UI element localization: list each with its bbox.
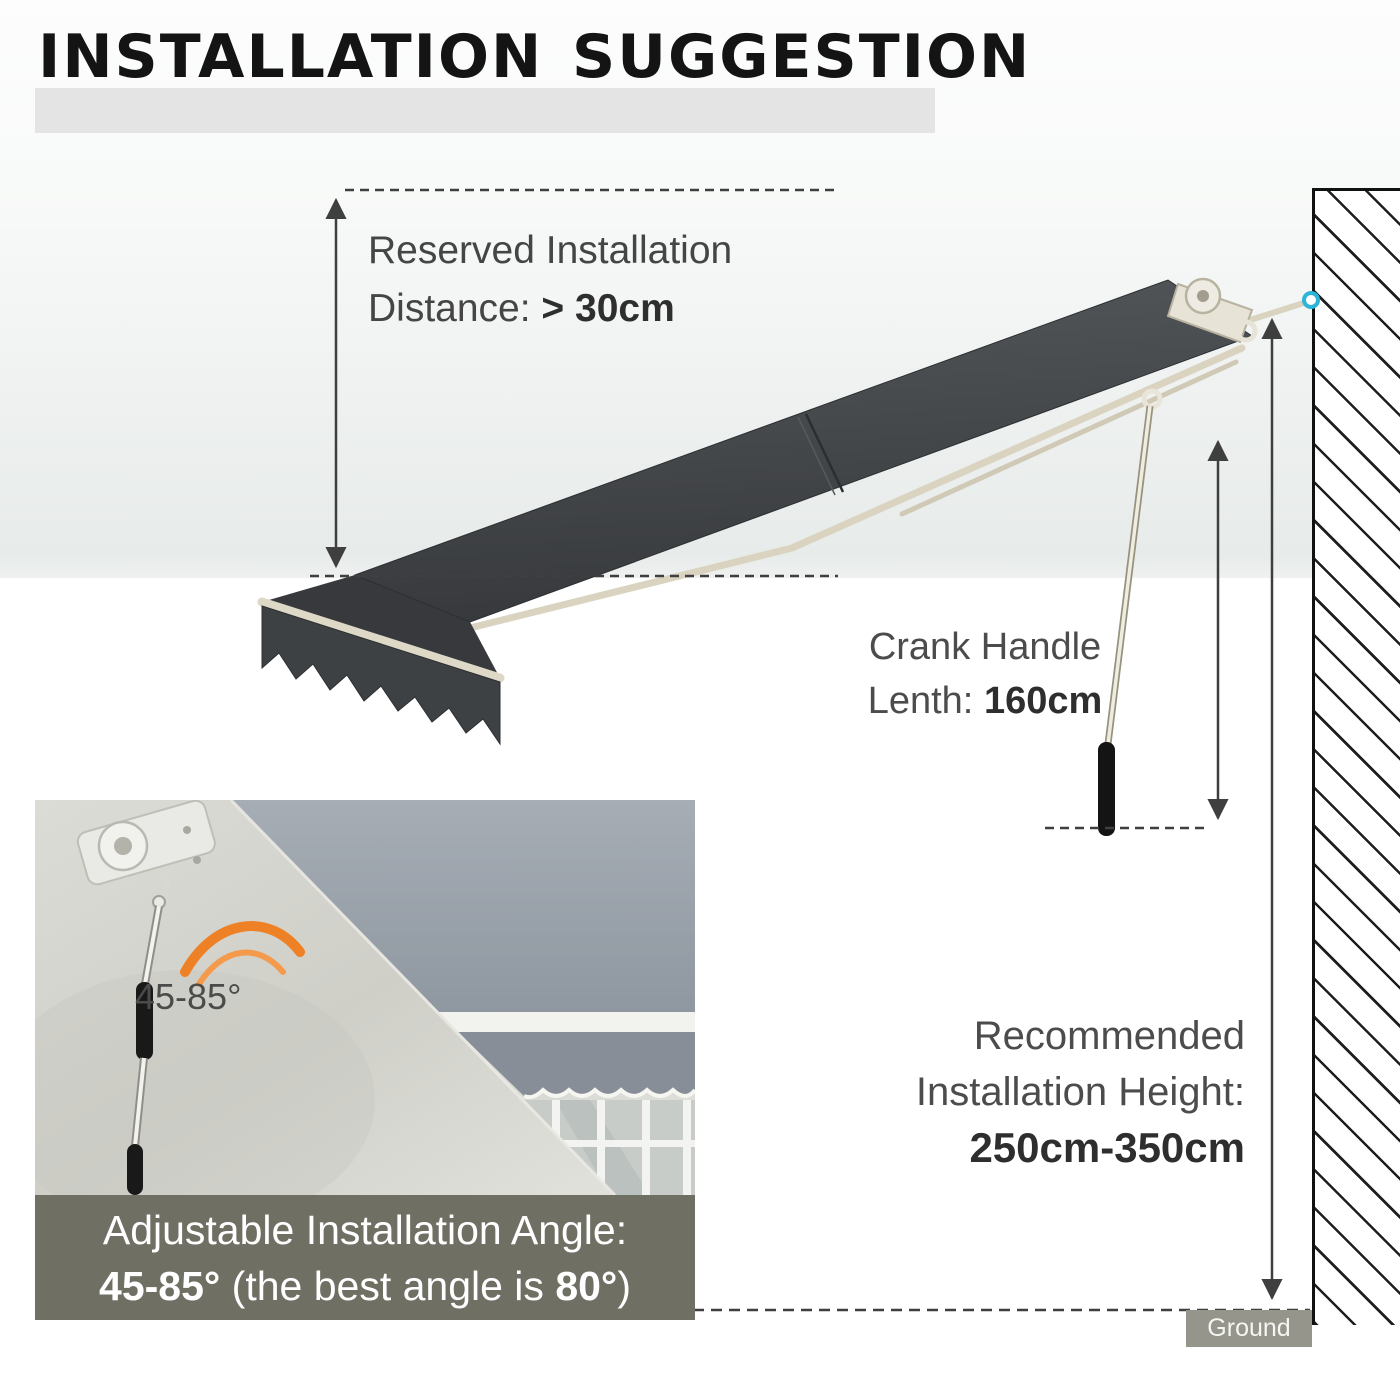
- awning: [257, 277, 1311, 836]
- caption-mid-text: (the best angle is: [220, 1262, 556, 1309]
- sky: [231, 800, 695, 1012]
- reserved-distance-note: Reserved Installation Distance: > 30cm: [368, 222, 732, 338]
- bracket-bolt: [193, 856, 201, 864]
- window-mullion: [642, 1100, 650, 1195]
- title-band: [35, 88, 935, 133]
- crank-grip: [1098, 742, 1115, 836]
- dimension-crank-length: [1045, 439, 1229, 830]
- window-mullion: [597, 1100, 605, 1195]
- awning-valance: [261, 605, 501, 746]
- valance-photo: [458, 1032, 695, 1098]
- crank-handle: [1098, 388, 1163, 836]
- inset-bracket: [76, 800, 216, 909]
- inset-photo: [35, 800, 695, 1195]
- awning-front-bar-photo: [439, 1012, 695, 1032]
- awning-support-arm-2: [899, 359, 1239, 517]
- crank-line2: Lenth: 160cm: [810, 674, 1160, 728]
- caption-best-angle-value: 80°: [555, 1262, 618, 1309]
- grip-lower: [127, 1144, 143, 1195]
- crank-line2-label: Lenth:: [867, 680, 984, 722]
- angle-arc-icon: [180, 921, 305, 987]
- mount-point-dot: [1302, 291, 1320, 309]
- reserved-line2: Distance: > 30cm: [368, 280, 732, 338]
- bracket-hook: [1234, 319, 1258, 343]
- wall-corner-edge: [229, 800, 617, 1195]
- roller-cap-photo: [114, 837, 132, 855]
- rod: [143, 905, 161, 985]
- wall-cross-section: [1312, 188, 1400, 1325]
- ground-label: Ground: [1186, 1310, 1312, 1347]
- crank-rod: [1106, 405, 1152, 745]
- inset-crank-rod: [127, 905, 163, 1195]
- caption-end-text: ): [617, 1262, 631, 1309]
- awning-fabric-seam: [804, 413, 845, 493]
- caption-line1: Adjustable Installation Angle:: [102, 1206, 628, 1253]
- awning-support-arm: [458, 344, 1246, 634]
- recommended-line1: Recommended: [973, 1014, 1245, 1058]
- recommended-line3: 250cm-350cm: [860, 1120, 1245, 1176]
- caption-line2: 45-85° (the best angle is 80°): [99, 1258, 631, 1314]
- roller-end-cap: [1197, 290, 1209, 302]
- window-mullion: [683, 1100, 691, 1195]
- bracket-bolt: [183, 826, 191, 834]
- arc-inner: [196, 949, 286, 987]
- crank-line2-value: 160cm: [983, 680, 1103, 722]
- angle-inset: 45-85° Adjustable Installation Angle: 45…: [35, 800, 695, 1320]
- valance-trim: [523, 1087, 695, 1100]
- crank-line1: Crank Handle: [868, 626, 1102, 668]
- inset-caption-bar: Adjustable Installation Angle: 45-85° (t…: [35, 1195, 695, 1320]
- awning-front-bar: [257, 597, 505, 683]
- grip-upper: [136, 982, 153, 1060]
- recommended-line2: Installation Height:: [915, 1070, 1245, 1114]
- angle-range-label: 45-85°: [135, 976, 242, 1017]
- window-crossbar: [524, 1140, 695, 1147]
- wall-bracket: [1166, 277, 1311, 344]
- recommended-value: 250cm-350cm: [969, 1124, 1245, 1171]
- awning-underside: [262, 575, 500, 678]
- crank-handle-note: Crank Handle Lenth: 160cm: [810, 620, 1160, 728]
- rod-lower: [133, 1057, 146, 1147]
- bracket-wall-link: [1249, 298, 1311, 323]
- reserved-line1: Reserved Installation: [368, 229, 733, 272]
- caption-angle-value: 45-85°: [99, 1262, 221, 1309]
- wall-texture-blotch: [35, 970, 375, 1195]
- page-title: INSTALLATION SUGGESTION: [38, 22, 1032, 92]
- awning-fabric-seam-highlight: [797, 416, 836, 496]
- installation-height-note: Recommended Installation Height: 250cm-3…: [860, 1008, 1245, 1176]
- reserved-line2-label: Distance:: [368, 287, 542, 330]
- arc-outer: [180, 921, 305, 977]
- dimension-reserved-distance: [310, 188, 838, 578]
- reserved-line2-value: > 30cm: [541, 287, 675, 330]
